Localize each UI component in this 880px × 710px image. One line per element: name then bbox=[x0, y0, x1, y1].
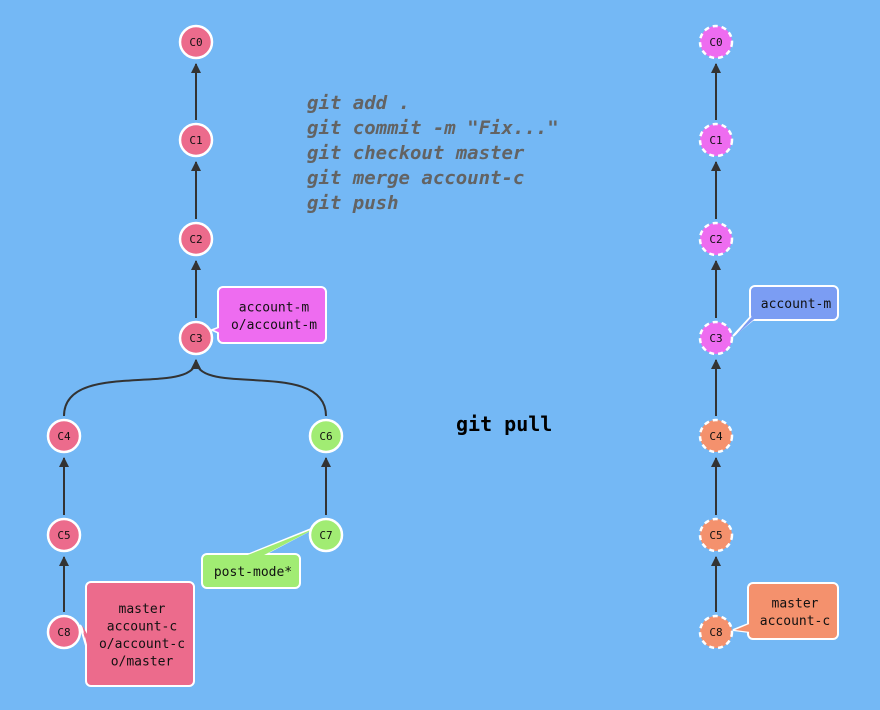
right-branch-tag-C8-line: account-c bbox=[760, 614, 830, 629]
right-commit-C4-label: C4 bbox=[709, 430, 723, 443]
left-commit-C5-label: C5 bbox=[57, 529, 70, 542]
right-branch-tag-C8-box bbox=[747, 582, 839, 640]
right-commit-C4: C4 bbox=[698, 418, 734, 454]
right-commit-C0-label: C0 bbox=[709, 36, 722, 49]
right-commit-C1-label: C1 bbox=[709, 134, 722, 147]
left-commit-C8: C8 bbox=[46, 614, 82, 650]
left-commit-C7: C7 bbox=[308, 517, 344, 553]
right-commit-C1-circle bbox=[698, 122, 734, 158]
left-branch-tag-C3: account-m o/account-m bbox=[209, 286, 327, 344]
left-branch-tag-C8-line: master bbox=[119, 602, 166, 617]
left-commit-C7-label: C7 bbox=[319, 529, 332, 542]
right-branch-tag-C8-pointer-fill bbox=[735, 617, 766, 633]
left-edge-C3-C4 bbox=[63, 359, 201, 417]
right-commit-C0-circle bbox=[698, 24, 734, 60]
left-commit-C4-circle bbox=[46, 418, 82, 454]
right-commit-C1: C1 bbox=[698, 122, 734, 158]
right-branch-tag-C3-pointer-fill bbox=[735, 298, 768, 336]
right-branch-tag-C8-line: master bbox=[772, 596, 819, 611]
left-branch-tag-C8-pointer-fill bbox=[82, 625, 104, 680]
command-line-3: git checkout master bbox=[307, 142, 525, 164]
git-pull-command: git pull bbox=[456, 412, 553, 436]
left-commit-C1: C1 bbox=[178, 122, 214, 158]
right-commit-C2: C2 bbox=[698, 221, 734, 257]
left-commit-C6-circle bbox=[308, 418, 344, 454]
left-commit-C0-circle bbox=[178, 24, 214, 60]
left-commit-C2: C2 bbox=[178, 221, 214, 257]
right-commit-C8-label: C8 bbox=[709, 626, 722, 639]
command-line-5: git push bbox=[307, 192, 399, 214]
right-branch-tag-C8: master account-c bbox=[732, 582, 839, 640]
left-commit-C2-label: C2 bbox=[189, 233, 202, 246]
right-commit-C5: C5 bbox=[698, 517, 734, 553]
right-commit-C5-label: C5 bbox=[709, 529, 722, 542]
command-line-2: git commit -m "Fix..." bbox=[307, 117, 559, 139]
left-commit-C1-label: C1 bbox=[189, 134, 202, 147]
left-commit-C3-circle bbox=[178, 320, 214, 356]
left-commit-C3: C3 bbox=[178, 320, 214, 356]
left-branch-tag-C3-box bbox=[217, 286, 327, 344]
right-commit-C8-circle bbox=[698, 614, 734, 650]
right-branch-tag-C3-line: account-m bbox=[761, 297, 832, 312]
left-branch-tag-C8-line: o/account-c bbox=[99, 637, 185, 652]
left-commit-C8-circle bbox=[46, 614, 82, 650]
left-commit-C1-circle bbox=[178, 122, 214, 158]
left-branch-tag-C7-line: post-mode* bbox=[214, 565, 292, 580]
left-commit-C5-circle bbox=[46, 517, 82, 553]
left-commit-C6: C6 bbox=[308, 418, 344, 454]
right-branch-tag-C3-box bbox=[749, 285, 839, 321]
left-commit-C7-circle bbox=[308, 517, 344, 553]
left-commit-C6-label: C6 bbox=[319, 430, 332, 443]
left-commit-C2-circle bbox=[178, 221, 214, 257]
right-commit-C3-circle bbox=[698, 320, 734, 356]
right-commit-C3-label: C3 bbox=[709, 332, 722, 345]
left-commit-C5: C5 bbox=[46, 517, 82, 553]
left-branch-tag-C3-line: account-m bbox=[239, 300, 310, 315]
left-commit-C4: C4 bbox=[46, 418, 82, 454]
right-commit-C2-label: C2 bbox=[709, 233, 722, 246]
right-commit-C3: C3 bbox=[698, 320, 734, 356]
right-commit-C0: C0 bbox=[698, 24, 734, 60]
left-branch-tag-C8-line: account-c bbox=[107, 619, 177, 634]
right-commit-C5-circle bbox=[698, 517, 734, 553]
left-branch-tag-C3-line: o/account-m bbox=[231, 318, 317, 333]
left-commit-C0-label: C0 bbox=[189, 36, 202, 49]
left-commit-C0: C0 bbox=[178, 24, 214, 60]
left-commit-C8-label: C8 bbox=[57, 626, 70, 639]
left-commit-C4-label: C4 bbox=[57, 430, 71, 443]
right-commit-C4-circle bbox=[698, 418, 734, 454]
left-branch-tag-C8-line: o/master bbox=[111, 654, 174, 669]
right-commit-C8: C8 bbox=[698, 614, 734, 650]
right-branch-tag-C3: account-m bbox=[732, 285, 839, 337]
left-branch-tag-C3-pointer-fill bbox=[214, 321, 236, 337]
left-branch-tag-C7: post-mode* bbox=[201, 526, 318, 589]
left-branch-tag-C8: master account-c o/account-c o/master bbox=[79, 581, 195, 687]
left-edge-C3-C6 bbox=[191, 359, 327, 417]
left-commit-C3-label: C3 bbox=[189, 332, 202, 345]
command-line-4: git merge account-c bbox=[307, 167, 525, 189]
left-branch-tag-C7-pointer-fill bbox=[212, 527, 318, 582]
right-commit-C2-circle bbox=[698, 221, 734, 257]
command-line-1: git add . bbox=[307, 92, 410, 114]
